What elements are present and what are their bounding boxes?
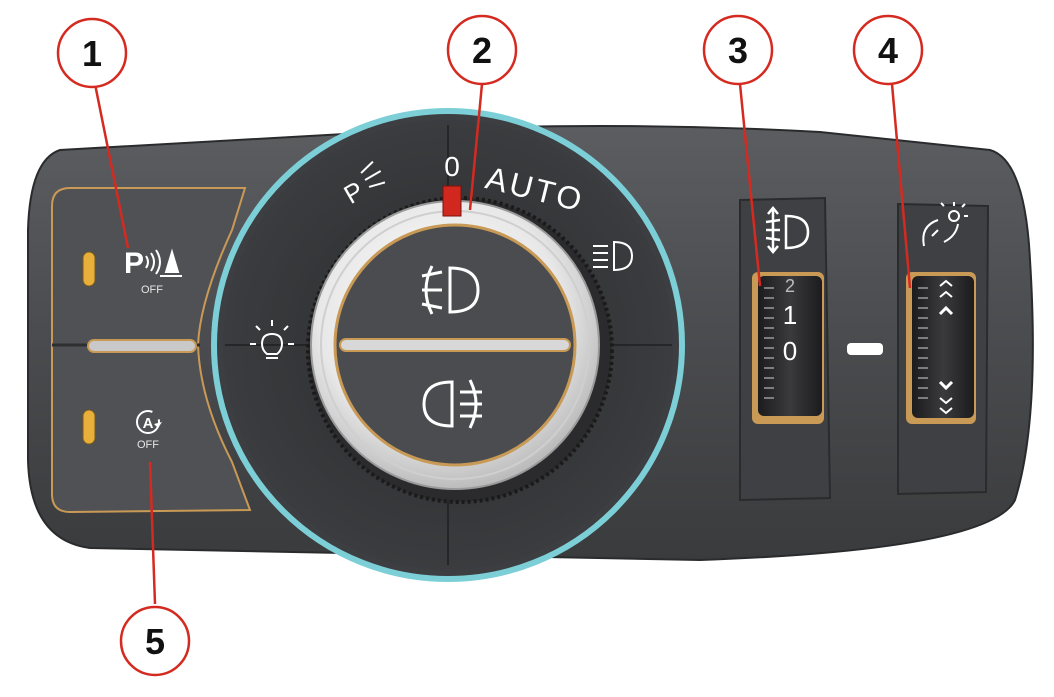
button-divider-bar	[87, 339, 197, 353]
headlamp-range-icon	[765, 206, 810, 254]
park-sensor-icon	[145, 248, 182, 277]
callout-5: 5	[119, 605, 191, 677]
range-mark-1: 1	[783, 300, 797, 330]
park-assist-letter: P	[124, 247, 144, 280]
park-assist-button[interactable]: P OFF	[82, 247, 182, 296]
park-assist-indicator	[82, 251, 96, 287]
wheel-separator	[847, 343, 883, 355]
callout-2: 2	[446, 14, 518, 86]
callout-3-number: 3	[728, 30, 748, 71]
callout-1: 1	[56, 17, 128, 89]
range-mark-0: 0	[783, 336, 797, 366]
dimmer-chevron-down-icon	[938, 380, 954, 415]
rear-fog-lamp-button[interactable]	[422, 379, 482, 429]
instrument-dimmer-icon	[922, 202, 968, 247]
auto-stop-indicator	[82, 409, 96, 445]
dimmer-wheel-ticks	[918, 287, 928, 399]
callout-1-number: 1	[82, 33, 102, 74]
rotary-pointer-indicator	[442, 185, 462, 217]
range-wheel[interactable]	[758, 276, 822, 416]
dimmer-wheel[interactable]	[912, 276, 974, 418]
front-fog-lamp-button[interactable]	[421, 265, 480, 315]
parking-lamp-icon	[360, 160, 386, 188]
park-assist-off-label: OFF	[141, 284, 163, 296]
sidelamp-icon	[250, 320, 294, 359]
front-fog-lamp-icon	[421, 265, 480, 315]
auto-stop-letter: A	[143, 415, 154, 432]
callout-2-number: 2	[472, 30, 492, 71]
fog-lamp-divider	[339, 338, 571, 352]
callout-4: 4	[852, 14, 924, 86]
callout-3: 3	[702, 14, 774, 86]
dimmer-chevron-up-icon	[938, 279, 954, 316]
callout-leaders	[93, 83, 912, 605]
callout-4-number: 4	[878, 30, 898, 71]
auto-stop-button[interactable]: A OFF	[82, 409, 162, 451]
low-beam-icon	[593, 240, 634, 272]
rear-fog-lamp-icon	[422, 379, 482, 429]
auto-stop-icon: A	[136, 410, 162, 434]
rotary-position-off: 0	[444, 151, 460, 182]
auto-stop-off-label: OFF	[137, 439, 159, 451]
range-mark-2: 2	[785, 276, 795, 296]
range-wheel-ticks	[764, 287, 774, 399]
callout-5-number: 5	[145, 621, 165, 662]
